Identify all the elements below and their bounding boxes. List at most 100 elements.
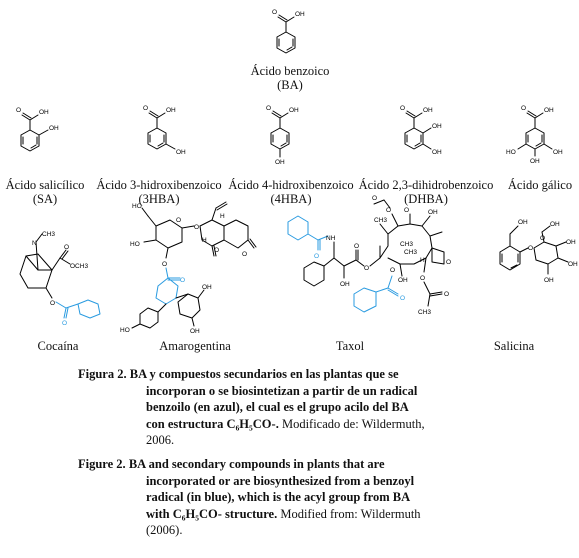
caption-en-line-1: Figure 2. BA and secondary compounds in … [78, 457, 385, 471]
svg-text:O: O [50, 300, 55, 307]
compound-name: Taxol [335, 339, 365, 353]
svg-text:O: O [521, 105, 526, 112]
compound-name: Ácido salicílico [5, 178, 85, 192]
svg-text:OH: OH [39, 109, 49, 116]
4-hydroxybenzoic-acid-structure: O OH OH [266, 105, 299, 166]
svg-text:OH: OH [202, 284, 212, 291]
svg-text:OH: OH [398, 277, 408, 284]
svg-text:O: O [64, 244, 69, 251]
benzoic-acid-label: Ácido benzoico (BA) [232, 64, 348, 92]
svg-text:O: O [214, 247, 219, 254]
svg-text:HO: HO [132, 203, 142, 210]
caption-es-line-5: 2006. [146, 433, 175, 448]
svg-text:O: O [272, 9, 277, 16]
svg-text:OH: OH [275, 159, 285, 166]
amarogentin-label: Amarogentina [140, 339, 250, 353]
2-3-dihydroxybenzoic-acid-label: Ácido 2,3-dihidrobenzoico (DHBA) [356, 178, 496, 206]
compound-abbr: (SA) [32, 192, 58, 206]
svg-text:O: O [16, 107, 21, 114]
3-hydroxybenzoic-acid-structure: O OH OH [143, 105, 186, 156]
svg-text:O: O [390, 267, 395, 274]
compound-name: Ácido benzoico [250, 64, 330, 78]
svg-text:O: O [386, 207, 391, 214]
svg-text:O: O [314, 253, 319, 260]
caption-en-line-2: incorporated or are biosynthesized from … [146, 473, 415, 488]
compound-abbr: (DHBA) [404, 192, 448, 206]
compound-abbr: (3HBA) [138, 192, 180, 206]
svg-text:OH: OH [432, 149, 442, 156]
svg-text:H: H [202, 237, 207, 244]
svg-text:H: H [420, 257, 425, 264]
svg-text:O: O [354, 243, 359, 250]
svg-text:OH: OH [190, 328, 200, 335]
svg-text:OH: OH [432, 123, 442, 130]
svg-text:OH: OH [289, 107, 299, 114]
gallic-acid-label: Ácido gálico [503, 178, 577, 192]
svg-text:HO: HO [506, 149, 516, 156]
svg-text:HO: HO [120, 327, 130, 334]
svg-text:OH: OH [544, 107, 554, 114]
amarogentin-structure: HO HO O O O O H H O O OH OH HO [120, 201, 257, 335]
2-3-dihydroxybenzoic-acid-structure: O OH OH OH [400, 105, 442, 156]
salicin-label: Salicina [484, 339, 544, 353]
svg-text:OH: OH [423, 107, 433, 114]
compound-name: Ácido gálico [507, 178, 573, 192]
svg-text:CH3: CH3 [400, 241, 413, 248]
svg-text:O: O [194, 224, 199, 231]
svg-text:HO: HO [130, 241, 140, 248]
compound-name: Ácido 2,3-dihidrobenzoico [358, 178, 494, 192]
svg-text:O: O [176, 217, 181, 224]
svg-text:O: O [266, 105, 271, 112]
svg-text:O: O [404, 207, 409, 214]
svg-text:O: O [540, 235, 545, 242]
caption-en-label: Figure 2. [78, 457, 126, 471]
4-hydroxybenzoic-acid-label: Ácido 4-hidroxibenzoico (4HBA) [226, 178, 356, 206]
svg-text:OH: OH [518, 219, 528, 226]
svg-text:CH3: CH3 [374, 217, 387, 224]
svg-text:OH: OH [550, 221, 560, 228]
caption-es-line-3: benzoilo (en azul), el cual es el grupo … [146, 400, 409, 415]
svg-text:OH: OH [530, 158, 540, 165]
svg-text:O: O [372, 195, 377, 202]
caption-en-line-5: (2006). [146, 523, 183, 538]
svg-text:O: O [364, 265, 369, 272]
svg-text:CH3: CH3 [404, 249, 417, 256]
taxol-label: Taxol [320, 339, 380, 353]
svg-text:O: O [180, 277, 185, 284]
caption-spanish: Figura 2. BA y compuestos secundarios en… [78, 366, 498, 449]
caption-es-label: Figura 2. [78, 367, 127, 381]
gallic-acid-structure: O OH HO OH OH [506, 105, 563, 165]
svg-text:OCH3: OCH3 [70, 263, 88, 270]
svg-text:O: O [62, 320, 67, 327]
svg-text:N: N [32, 240, 37, 247]
3-hydroxybenzoic-acid-label: Ácido 3-hidroxibenzoico (3HBA) [92, 178, 226, 206]
svg-text:OH: OH [49, 125, 59, 132]
compound-abbr: (4HBA) [270, 192, 312, 206]
caption-es-line-4: con estructura C₆H₅CO-. Modificado de: W… [146, 416, 425, 431]
taxol-structure: O NH OH O O CH3 O OH O O CH3 CH3 H O O O… [287, 195, 451, 316]
svg-text:H: H [220, 213, 225, 220]
caption-en-line-4: with C₆H₅CO- structure. Modified from: W… [146, 506, 421, 521]
cocaine-label: Cocaína [18, 339, 98, 353]
svg-text:NH: NH [326, 235, 336, 242]
svg-text:OH: OH [166, 107, 176, 114]
svg-text:CH3: CH3 [42, 231, 55, 238]
compound-name: Salicina [493, 339, 535, 353]
svg-text:OH: OH [428, 209, 438, 216]
caption-english: Figure 2. BA and secondary compounds in … [78, 456, 498, 539]
svg-text:OH: OH [544, 277, 554, 284]
svg-text:O: O [444, 291, 449, 298]
salicylic-acid-label: Ácido salicílico (SA) [0, 178, 90, 206]
caption-en-line-3: radical (in blue), which is the acyl gro… [146, 490, 411, 505]
cocaine-structure: N CH3 O OCH3 O O [19, 231, 101, 327]
svg-text:OH: OH [340, 281, 350, 288]
caption-es-line-2: incorporan o se biosintetizan a partir d… [146, 383, 418, 398]
svg-text:O: O [143, 105, 148, 112]
svg-text:OH: OH [553, 149, 563, 156]
benzoic-acid-structure: O OH [272, 9, 305, 54]
svg-text:OH: OH [176, 149, 186, 156]
svg-text:OH: OH [566, 239, 576, 246]
compound-abbr: (BA) [277, 78, 303, 92]
svg-text:O: O [400, 105, 405, 112]
svg-text:OH: OH [568, 261, 578, 268]
